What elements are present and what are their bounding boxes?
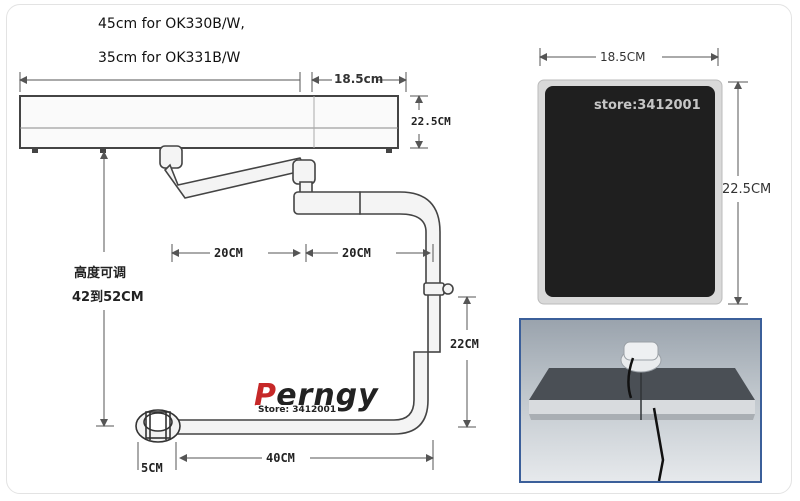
height-adjustable-label: 高度可调 xyxy=(74,266,127,281)
pad-width-label: 18.5CM xyxy=(600,50,646,64)
column-height-dimension xyxy=(458,296,476,428)
product-photo-drawing xyxy=(529,341,755,481)
product-photo xyxy=(519,318,762,483)
mouse-pad-top-view xyxy=(537,79,723,305)
model-note-1: 45cm for OK330B/W, xyxy=(98,16,245,32)
tray-height-label: 22.5CM xyxy=(411,115,451,128)
height-range-dimension xyxy=(96,151,114,427)
tray-height-dimension xyxy=(410,95,428,149)
pad-width-dimension xyxy=(539,48,719,66)
arm-length-dimensions xyxy=(171,244,434,262)
model-note-2: 35cm for OK331B/W xyxy=(98,50,241,66)
pad-height-dimension xyxy=(728,81,748,305)
base-length-label: 40CM xyxy=(266,451,295,465)
store-watermark-brand: Store: 3412001 xyxy=(256,405,339,415)
height-range-label: 42到52CM xyxy=(72,290,144,305)
base-dimensions xyxy=(137,440,434,470)
tray-side-view xyxy=(19,95,399,153)
articulated-arm xyxy=(159,145,441,287)
column-height-label: 22CM xyxy=(450,337,479,351)
arm-right-label: 20CM xyxy=(342,246,371,260)
clamp-width-label: 5CM xyxy=(141,461,163,475)
desk-clamp xyxy=(135,409,181,443)
image-frame xyxy=(6,4,792,494)
arm-left-label: 20CM xyxy=(214,246,243,260)
pad-height-label: 22.5CM xyxy=(722,182,772,197)
store-watermark-pad: store:3412001 xyxy=(594,98,701,113)
brand-initial: P xyxy=(254,378,277,413)
top-width-dimension xyxy=(19,72,407,92)
top-width-label: 18.5cm xyxy=(334,72,384,86)
